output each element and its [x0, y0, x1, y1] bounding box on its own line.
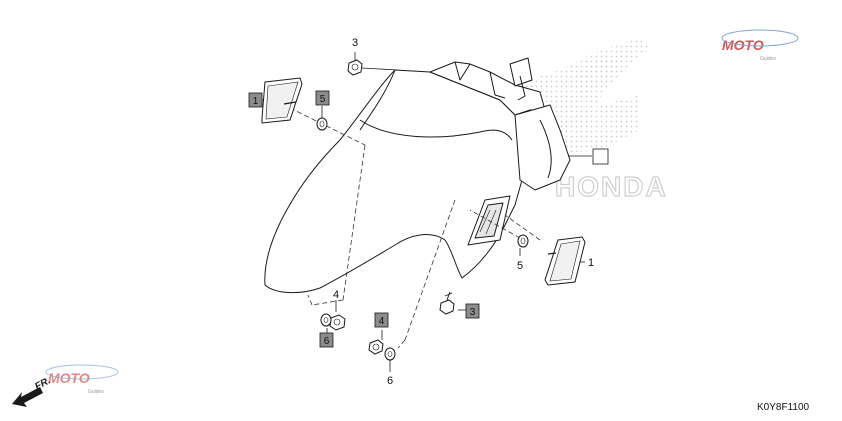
svg-text:MOTO: MOTO [48, 370, 90, 386]
moto-watermark-top-right: MOTO Guides [721, 29, 799, 62]
diagram-code: K0Y8F1100 [757, 402, 810, 413]
callout-box-3-mid: 3 [465, 303, 480, 319]
svg-text:1: 1 [253, 96, 259, 107]
svg-text:Guides: Guides [88, 389, 104, 395]
front-fender [264, 57, 571, 293]
reflector-left [261, 77, 303, 124]
front-direction-arrow: FR. [12, 375, 53, 407]
callout-box-4-mid: 4 [374, 312, 389, 328]
callout-5-right: 5 [517, 260, 523, 272]
grommet-left [316, 117, 328, 131]
svg-text:6: 6 [324, 336, 330, 347]
svg-text:4: 4 [379, 316, 385, 327]
reflector-right [544, 236, 586, 286]
nut-mid [368, 339, 384, 355]
svg-text:Guides: Guides [760, 56, 776, 62]
honda-brand-watermark: HONDA [555, 171, 668, 202]
washer-mid [384, 347, 396, 361]
callout-box-6-left: 6 [319, 332, 334, 348]
svg-text:5: 5 [320, 94, 326, 105]
leader-lines [289, 107, 541, 349]
callout-6-mid: 6 [387, 375, 393, 387]
callout-box-5-top: 5 [315, 90, 330, 106]
callout-1-right: 1 [588, 257, 594, 269]
moto-watermark-bottom-left: MOTO Guides [45, 364, 119, 395]
grommet-right [517, 234, 529, 248]
svg-text:3: 3 [470, 307, 476, 318]
washer-left [320, 313, 332, 327]
bolt-top [347, 59, 363, 76]
callout-3-top: 3 [352, 37, 358, 49]
callout-box-empty [592, 148, 609, 165]
callout-box-1-top: 1 [248, 92, 263, 108]
bolt-mid [439, 291, 455, 315]
nut-left [329, 314, 346, 331]
callout-4-left: 4 [333, 289, 339, 301]
